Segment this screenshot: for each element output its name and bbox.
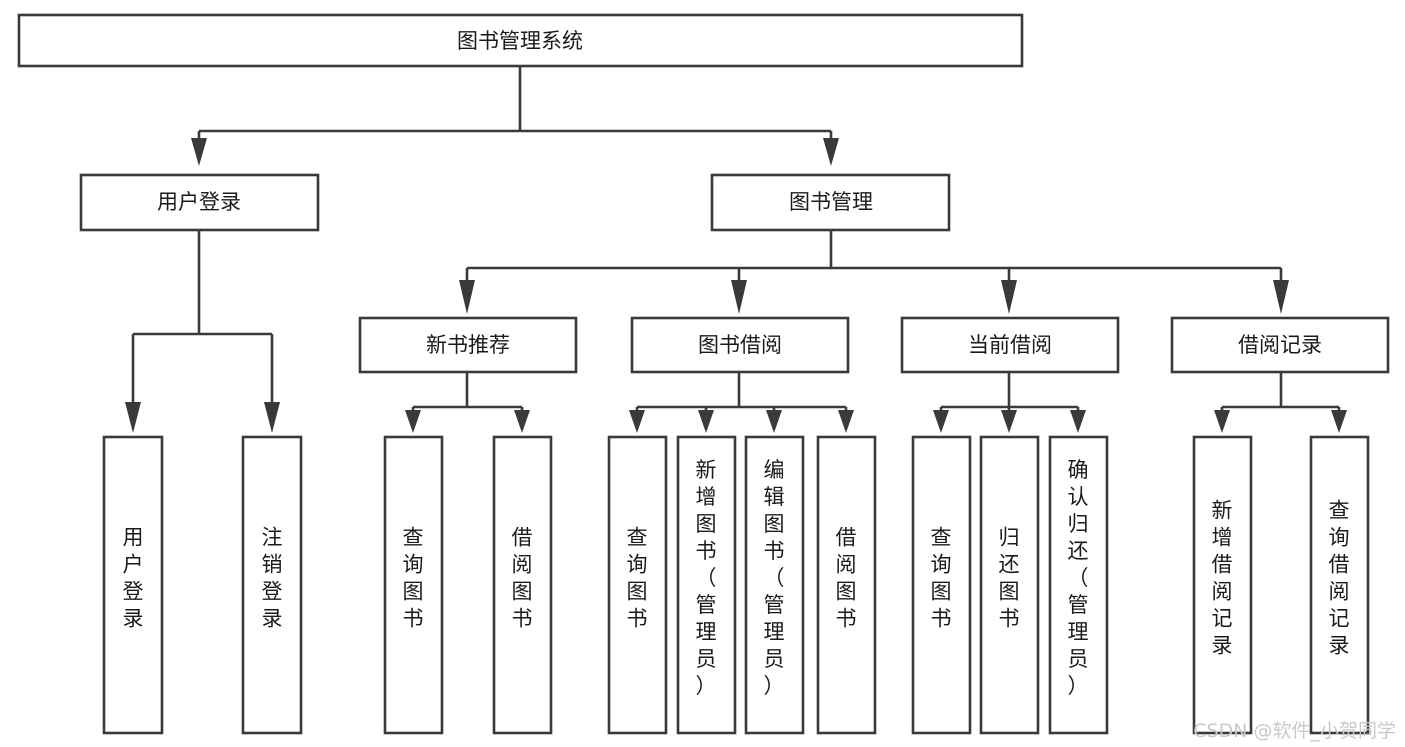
node-leaf-query-record[interactable]: 查询借阅记录 [1309,435,1370,735]
node-borrow-record[interactable]: 借阅记录 [1170,316,1390,374]
node-leaf-return-book-label: 归还图书 [999,526,1020,631]
arrowhead-leaf-query-book-1 [405,410,421,433]
node-leaf-add-book[interactable]: 新增图书（管理员） [676,435,737,735]
arrowhead-user-login [191,138,207,166]
node-borrow-record-box[interactable] [1170,316,1390,374]
arrowhead-book-borrow [731,280,747,314]
node-leaf-query-book-3-box[interactable] [911,435,972,735]
node-book-borrow-box[interactable] [630,316,850,374]
node-leaf-borrow-book-2-label: 借阅图书 [836,526,857,631]
node-current-borrow[interactable]: 当前借阅 [900,316,1120,374]
node-user-login-box[interactable] [79,173,320,232]
arrowhead-leaf-query-book-2 [629,410,645,433]
arrowhead-leaf-edit-book [766,410,782,433]
node-leaf-logout-login-label: 注销登录 [262,526,283,631]
node-leaf-return-book-box[interactable] [979,435,1040,735]
node-leaf-query-book-1-box[interactable] [383,435,444,735]
node-leaf-borrow-book-1[interactable]: 借阅图书 [492,435,553,735]
arrowhead-leaf-confirm-return [1070,410,1086,433]
node-book-borrow[interactable]: 图书借阅 [630,316,850,374]
node-leaf-user-login[interactable]: 用户登录 [102,435,164,735]
node-leaf-confirm-return-box[interactable] [1048,435,1109,735]
node-new-book-rec-label: 新书推荐 [426,333,510,357]
node-book-manage-box[interactable] [710,173,951,232]
connectors-layer [125,66,1347,433]
node-leaf-logout-login[interactable]: 注销登录 [241,435,303,735]
node-leaf-logout-login-box[interactable] [241,435,303,735]
node-leaf-query-book-2-label: 查询图书 [627,526,648,631]
arrowhead-leaf-borrow-book-1 [514,410,530,433]
node-leaf-edit-book[interactable]: 编辑图书（管理员） [744,435,805,735]
arrowhead-leaf-add-record [1214,410,1230,433]
node-leaf-query-record-box[interactable] [1309,435,1370,735]
node-leaf-query-book-3-label: 查询图书 [931,526,952,631]
node-leaf-query-book-3[interactable]: 查询图书 [911,435,972,735]
node-root-box[interactable] [17,13,1024,68]
csdn-watermark: CSDN @软件_小贺同学 [1193,720,1396,742]
node-leaf-borrow-book-1-box[interactable] [492,435,553,735]
node-leaf-add-record-box[interactable] [1192,435,1253,735]
node-root-label: 图书管理系统 [457,29,583,53]
node-leaf-return-book[interactable]: 归还图书 [979,435,1040,735]
node-leaf-user-login-box[interactable] [102,435,164,735]
node-user-login-label: 用户登录 [157,190,241,214]
node-new-book-rec[interactable]: 新书推荐 [358,316,578,374]
node-leaf-query-book-1[interactable]: 查询图书 [383,435,444,735]
node-root[interactable]: 图书管理系统 [17,13,1024,68]
node-leaf-query-record-label: 查询借阅记录 [1329,499,1350,658]
node-leaf-edit-book-label: 编辑图书（管理员） [764,458,785,698]
node-leaf-confirm-return[interactable]: 确认归还（管理员） [1048,435,1109,735]
arrowhead-leaf-borrow-book-2 [838,410,854,433]
node-leaf-query-book-1-label: 查询图书 [403,526,424,631]
node-leaf-confirm-return-label: 确认归还（管理员） [1068,458,1089,698]
node-leaf-borrow-book-2-box[interactable] [816,435,877,735]
arrowhead-leaf-user-login [125,402,141,433]
node-book-borrow-label: 图书借阅 [698,333,782,357]
node-leaf-query-book-2-box[interactable] [607,435,668,735]
node-leaf-add-record-label: 新增借阅记录 [1212,499,1233,658]
node-leaf-query-book-2[interactable]: 查询图书 [607,435,668,735]
node-book-manage-label: 图书管理 [789,190,873,214]
node-leaf-user-login-label: 用户登录 [123,526,144,631]
node-current-borrow-box[interactable] [900,316,1120,374]
node-leaf-edit-book-box[interactable] [744,435,805,735]
arrowhead-leaf-query-book-3 [933,410,949,433]
arrowhead-current-borrow [1001,280,1017,314]
node-leaf-add-record[interactable]: 新增借阅记录 [1192,435,1253,735]
arrowhead-leaf-logout-login [264,402,280,433]
arrowhead-leaf-query-record [1331,410,1347,433]
arrowhead-borrow-record [1273,280,1289,314]
node-leaf-borrow-book-1-label: 借阅图书 [512,526,533,631]
node-user-login[interactable]: 用户登录 [79,173,320,232]
node-new-book-rec-box[interactable] [358,316,578,374]
node-book-manage[interactable]: 图书管理 [710,173,951,232]
node-borrow-record-label: 借阅记录 [1238,333,1322,357]
node-leaf-borrow-book-2[interactable]: 借阅图书 [816,435,877,735]
arrowhead-book-manage [823,138,839,166]
arrowhead-new-book-rec [459,280,475,314]
arrowhead-leaf-add-book [698,410,714,433]
node-leaf-add-book-label: 新增图书（管理员） [696,458,717,698]
arrowhead-leaf-return-book [1001,410,1017,433]
node-leaf-add-book-box[interactable] [676,435,737,735]
node-current-borrow-label: 当前借阅 [968,333,1052,357]
